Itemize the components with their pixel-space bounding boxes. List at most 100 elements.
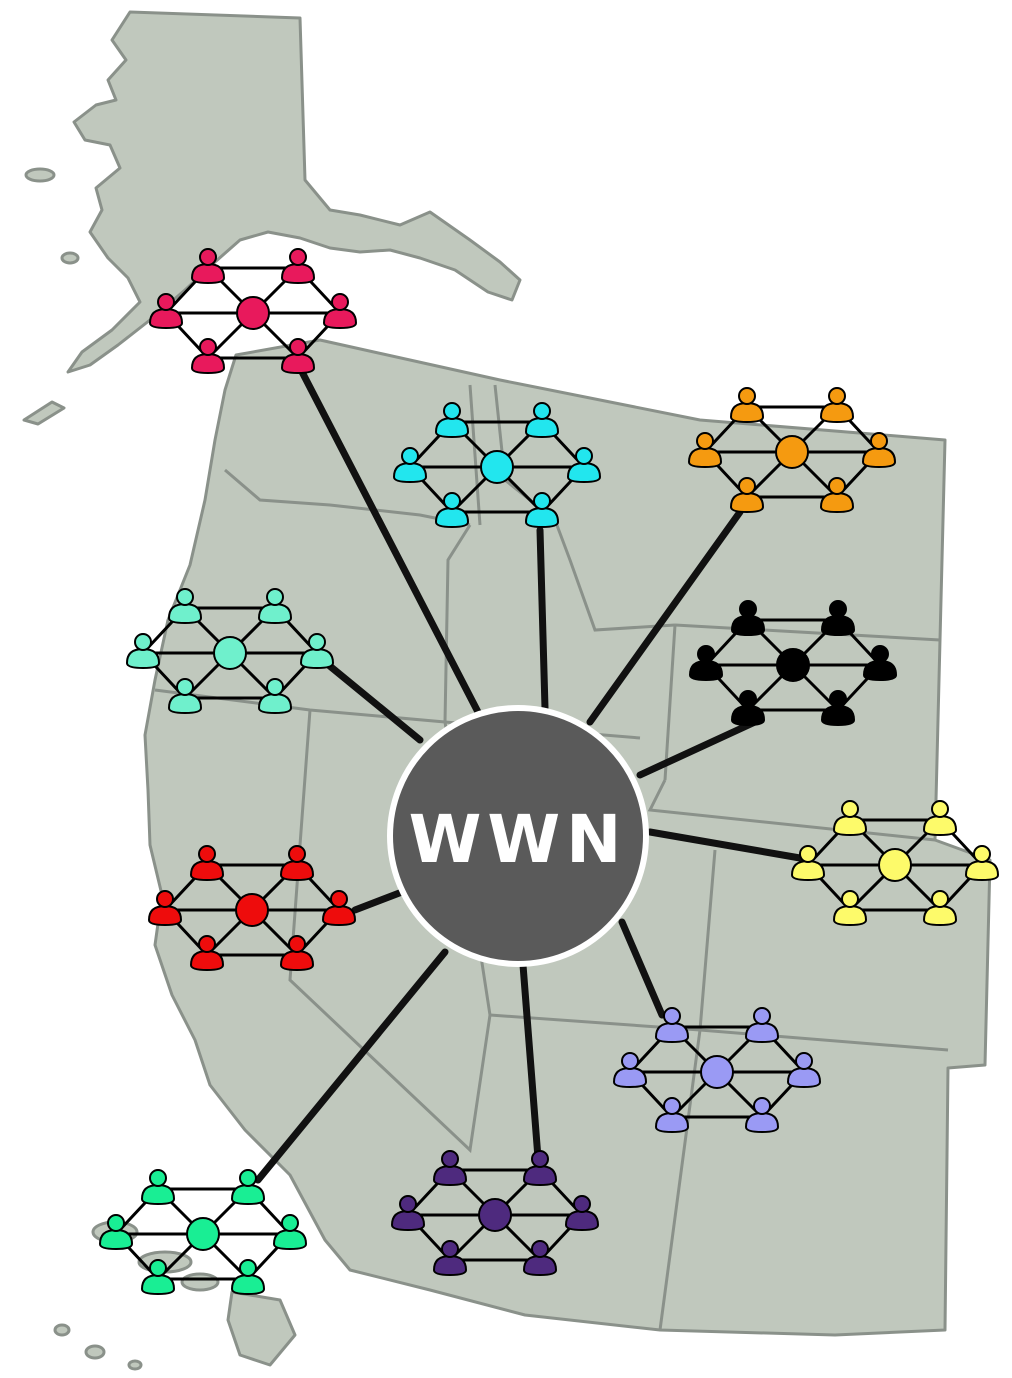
person-icon — [564, 1195, 600, 1232]
person-icon — [729, 387, 765, 424]
person-icon — [922, 890, 958, 927]
cluster-center-node — [235, 893, 269, 927]
cluster-arizona — [390, 1150, 600, 1277]
person-icon — [322, 293, 358, 330]
cluster-montana — [687, 387, 897, 514]
person-icon — [819, 387, 855, 424]
person-icon — [280, 338, 316, 375]
alaska-island — [24, 167, 56, 183]
person-icon — [432, 1240, 468, 1277]
cluster-hawaii — [98, 1169, 308, 1296]
mt-wy-border — [674, 623, 941, 642]
person-icon — [524, 402, 560, 439]
person-icon — [820, 690, 856, 727]
wy-west-border — [663, 624, 677, 781]
person-icon — [790, 845, 826, 882]
person-icon — [522, 1240, 558, 1277]
person-icon — [125, 633, 161, 670]
alaska-island — [22, 400, 66, 426]
person-icon — [922, 800, 958, 837]
person-icon — [190, 248, 226, 285]
network-clusters — [98, 248, 1000, 1296]
person-icon — [167, 678, 203, 715]
person-icon — [321, 890, 357, 927]
cluster-oregon — [125, 588, 335, 715]
cluster-center-node — [478, 1198, 512, 1232]
person-icon — [148, 293, 184, 330]
cluster-center-node — [776, 648, 810, 682]
cluster-new-mexico — [612, 1007, 822, 1134]
person-icon — [257, 588, 293, 625]
wwn-hub: WWN — [387, 705, 649, 967]
person-icon — [730, 600, 766, 637]
hub-link-montana — [586, 508, 744, 726]
person-icon — [819, 477, 855, 514]
person-icon — [434, 402, 470, 439]
person-icon — [654, 1097, 690, 1134]
hub-link-alaska — [296, 364, 482, 716]
network-links — [254, 364, 804, 1184]
person-icon — [730, 690, 766, 727]
person-icon — [189, 935, 225, 972]
hub-label: WWN — [409, 801, 628, 878]
person-icon — [167, 588, 203, 625]
person-icon — [279, 845, 315, 882]
cluster-colorado — [790, 800, 1000, 927]
hub-link-california — [351, 888, 406, 914]
hub-circle — [387, 705, 649, 967]
person-icon — [257, 678, 293, 715]
alaska-shape — [66, 10, 522, 374]
person-icon — [522, 1150, 558, 1187]
person-icon — [566, 447, 602, 484]
cluster-california — [147, 845, 357, 972]
hub-link-oregon — [316, 654, 424, 744]
person-icon — [147, 890, 183, 927]
person-icon — [434, 492, 470, 529]
wa-id-border — [468, 384, 482, 526]
person-icon — [654, 1007, 690, 1044]
person-icon — [862, 645, 898, 682]
hub-link-hawaii — [254, 948, 449, 1184]
person-icon — [140, 1169, 176, 1206]
cluster-center-node — [775, 435, 809, 469]
hawaii-islands — [53, 1220, 297, 1371]
person-icon — [432, 1150, 468, 1187]
or-id-border — [443, 524, 472, 723]
cluster-washington — [392, 402, 602, 529]
person-icon — [729, 477, 765, 514]
person-icon — [98, 1214, 134, 1251]
cluster-center-node — [186, 1217, 220, 1251]
person-icon — [832, 890, 868, 927]
person-icon — [390, 1195, 426, 1232]
person-icon — [688, 645, 724, 682]
person-icon — [832, 800, 868, 837]
person-icon — [524, 492, 560, 529]
person-icon — [964, 845, 1000, 882]
cluster-center-node — [700, 1055, 734, 1089]
az-nm-border — [658, 1029, 702, 1331]
hub-link-arizona — [519, 961, 542, 1162]
hub-link-wyoming — [636, 718, 759, 779]
person-icon — [687, 432, 723, 469]
person-icon — [744, 1097, 780, 1134]
person-icon — [230, 1169, 266, 1206]
person-icon — [299, 633, 335, 670]
person-icon — [786, 1052, 822, 1089]
person-icon — [280, 248, 316, 285]
hub-link-washington — [536, 526, 549, 712]
western-us-map — [22, 10, 992, 1371]
person-icon — [392, 447, 428, 484]
person-icon — [190, 338, 226, 375]
person-icon — [189, 845, 225, 882]
co-nm-border — [699, 1028, 949, 1052]
person-icon — [820, 600, 856, 637]
person-icon — [140, 1259, 176, 1296]
person-icon — [272, 1214, 308, 1251]
ut-co-border — [698, 849, 717, 1031]
hub-link-new-mexico — [618, 918, 666, 1019]
state-borders — [154, 384, 949, 1331]
person-icon — [612, 1052, 648, 1089]
cluster-center-node — [213, 636, 247, 670]
